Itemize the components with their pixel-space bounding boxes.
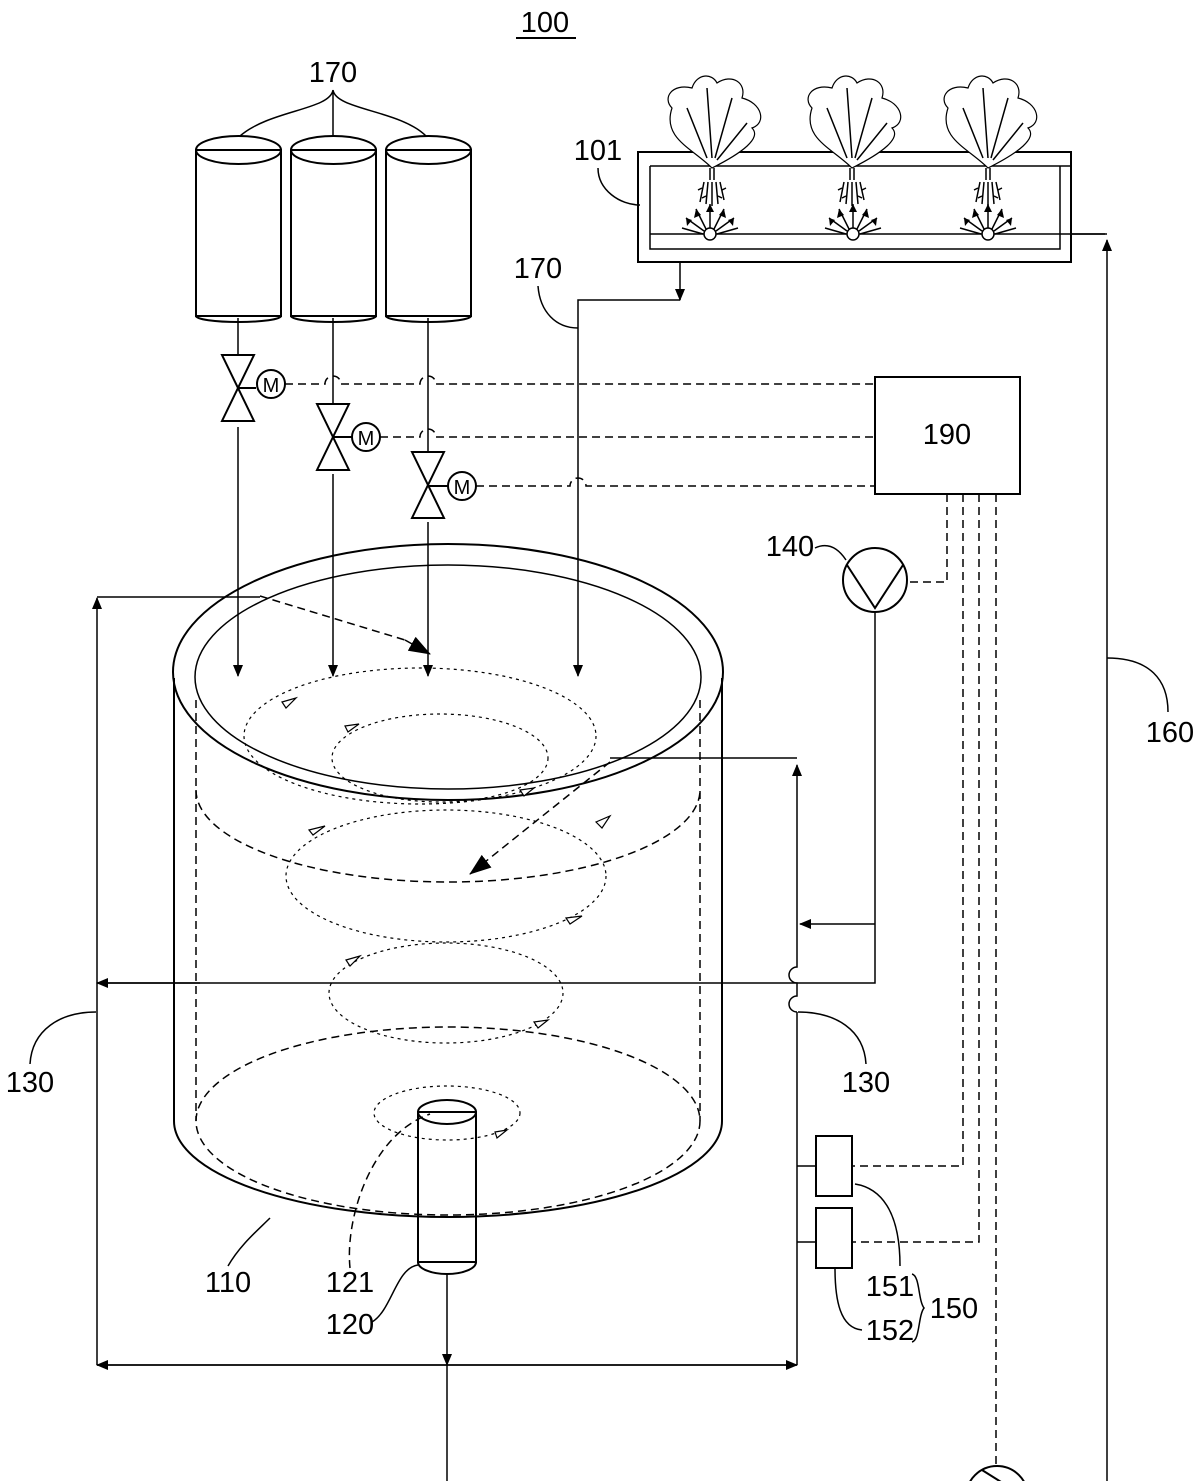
label-pipe-right: 130 xyxy=(842,1067,890,1099)
valve-1-motor: M xyxy=(263,375,280,397)
valve-2: M xyxy=(317,404,380,470)
pump-bottom xyxy=(966,1466,1028,1481)
label-sensor-group: 150 xyxy=(930,1293,978,1325)
label-main-tank: 110 xyxy=(205,1267,251,1299)
label-pump-top: 140 xyxy=(766,531,814,563)
label-sensor-2: 152 xyxy=(866,1315,914,1347)
figure-number: 100 xyxy=(521,7,569,39)
leader-pipe-left xyxy=(30,1012,96,1064)
sensor-151 xyxy=(816,1136,852,1196)
inflow-arrow-top xyxy=(405,640,430,654)
leader-return-line xyxy=(1107,658,1168,712)
label-return-line: 160 xyxy=(1146,717,1194,749)
main-tank xyxy=(173,544,723,1274)
signal-line-valve-1 xyxy=(285,376,875,384)
signal-line-valve-2 xyxy=(380,429,875,437)
label-sensor-1: 151 xyxy=(866,1271,914,1303)
cultivation-bed xyxy=(638,76,1105,262)
valve-3: M xyxy=(412,452,476,518)
signal-line-pump xyxy=(907,494,947,582)
leader-outlet xyxy=(372,1265,418,1322)
leader-sensor-1 xyxy=(855,1184,900,1266)
label-outlet-top: 121 xyxy=(326,1267,374,1299)
label-pipe-left: 130 xyxy=(6,1067,54,1099)
nutrient-tanks xyxy=(196,136,471,322)
leader-supply-pipe xyxy=(538,286,578,328)
inflow-arrow-middle xyxy=(470,864,483,874)
sensor-152 xyxy=(816,1208,852,1268)
valve-3-motor: M xyxy=(454,477,471,499)
label-supply-pipe: 170 xyxy=(514,253,562,285)
leader-pump-top xyxy=(815,546,846,560)
leader-cultivation-bed xyxy=(598,168,640,205)
leader-main-tank xyxy=(228,1218,270,1266)
signal-line-sensor-152 xyxy=(852,494,979,1242)
label-controller: 190 xyxy=(923,419,971,451)
signal-line-sensor-151 xyxy=(852,494,963,1166)
outlet-to-bottom-pump xyxy=(447,1365,965,1481)
signal-line-valve-3 xyxy=(476,478,875,486)
label-tanks: 170 xyxy=(309,57,357,89)
pump-top xyxy=(843,548,907,612)
valve-1: M xyxy=(222,355,285,421)
label-cultivation-bed: 101 xyxy=(574,135,622,167)
leader-sensor-2 xyxy=(835,1268,862,1330)
label-outlet: 120 xyxy=(326,1309,374,1341)
leader-tanks xyxy=(240,90,426,136)
return-line xyxy=(1030,240,1107,1481)
valve-2-motor: M xyxy=(358,428,375,450)
leader-pipe-right xyxy=(798,1012,866,1064)
